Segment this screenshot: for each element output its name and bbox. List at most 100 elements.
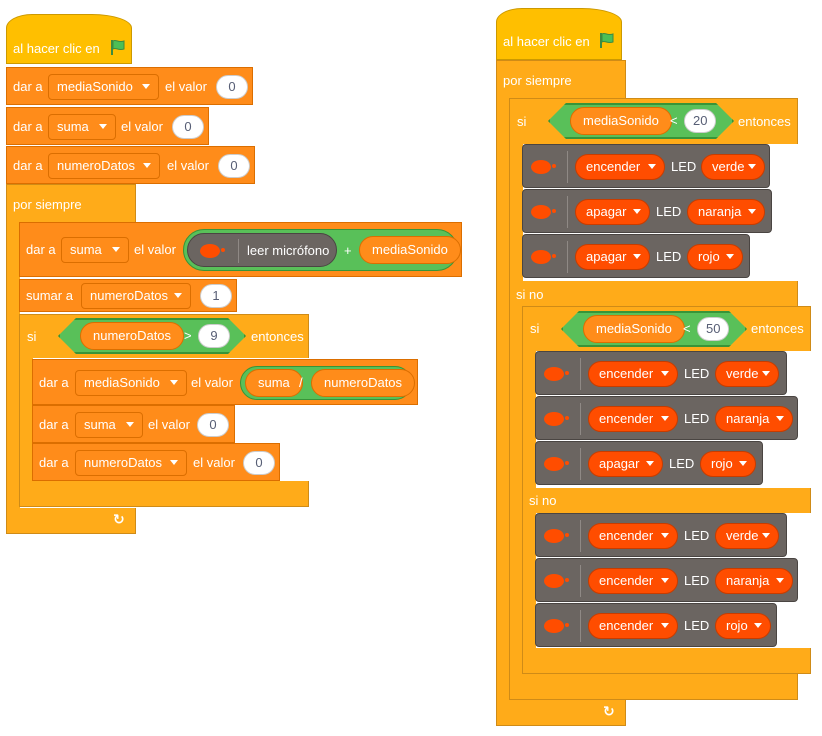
variable-dropdown[interactable]: mediaSonido — [48, 74, 159, 100]
action-dropdown[interactable]: encender — [588, 568, 678, 594]
action-dropdown[interactable]: encender — [575, 154, 665, 180]
value-input[interactable]: 9 — [198, 324, 230, 348]
led-label: LED — [671, 159, 697, 174]
color-dropdown[interactable]: rojo — [715, 613, 771, 639]
value-input[interactable]: 20 — [684, 109, 716, 133]
color-dropdown[interactable]: verde — [701, 154, 765, 180]
separator — [580, 610, 581, 642]
set-variable-block[interactable]: dar a mediaSonido el valor 0 — [6, 67, 253, 105]
set-variable-block[interactable]: dar a mediaSonido el valor suma / numero… — [32, 359, 418, 405]
variable-dropdown[interactable]: numeroDatos — [48, 153, 160, 179]
action-dropdown[interactable]: apagar — [575, 244, 650, 270]
color-dropdown[interactable]: naranja — [715, 568, 793, 594]
robot-icon — [544, 457, 569, 471]
block-label: si — [517, 114, 527, 129]
action-dropdown[interactable]: encender — [588, 613, 678, 639]
variable-dropdown[interactable]: mediaSonido — [75, 370, 187, 396]
add-operator[interactable]: leer micrófono + mediaSonido — [183, 229, 461, 271]
change-variable-block[interactable]: sumar a numeroDatos 1 — [19, 279, 237, 312]
led-block[interactable]: apagar LED rojo — [535, 441, 763, 485]
block-label: el valor — [191, 375, 233, 390]
color-dropdown[interactable]: rojo — [700, 451, 756, 477]
value-input[interactable]: 0 — [243, 451, 275, 475]
dropdown-arrow-icon — [112, 247, 120, 252]
else-label: si no — [516, 287, 544, 302]
value-input[interactable]: 0 — [218, 154, 250, 178]
operator-symbol: < — [683, 321, 691, 336]
block-label: dar a — [26, 242, 56, 257]
if-block[interactable]: si numeroDatos > 9 entonces — [19, 314, 309, 358]
if-else-block[interactable]: si mediaSonido < 50 entonces — [522, 306, 811, 351]
dropdown-arrow-icon — [646, 461, 654, 466]
value-input[interactable]: 0 — [197, 413, 229, 437]
greater-than-operator[interactable]: numeroDatos > 9 — [58, 318, 246, 354]
read-microphone-reporter[interactable]: leer micrófono — [187, 233, 337, 267]
dropdown-arrow-icon — [661, 416, 669, 421]
forever-block[interactable]: por siempre — [6, 184, 136, 222]
set-variable-block[interactable]: dar a numeroDatos el valor 0 — [32, 443, 280, 481]
variable-reporter[interactable]: suma — [245, 369, 303, 397]
dropdown-arrow-icon — [661, 578, 669, 583]
action-dropdown[interactable]: apagar — [575, 199, 650, 225]
set-variable-block[interactable]: dar a suma el valor leer micrófono + med… — [19, 222, 462, 277]
action-dropdown[interactable]: encender — [588, 406, 678, 432]
led-block[interactable]: encender LED naranja — [535, 558, 798, 602]
variable-reporter[interactable]: numeroDatos — [311, 369, 416, 397]
variable-reporter[interactable]: mediaSonido — [570, 107, 672, 135]
variable-reporter[interactable]: mediaSonido — [583, 315, 685, 343]
action-dropdown[interactable]: encender — [588, 523, 678, 549]
color-dropdown[interactable]: rojo — [687, 244, 743, 270]
led-block[interactable]: encender LED verde — [522, 144, 770, 188]
dropdown-arrow-icon — [762, 371, 770, 376]
color-dropdown[interactable]: naranja — [687, 199, 765, 225]
else-arm — [522, 512, 536, 650]
if-else-block[interactable]: si mediaSonido < 20 entonces — [509, 98, 798, 144]
set-variable-block[interactable]: dar a suma el valor 0 — [32, 405, 235, 443]
led-block[interactable]: encender LED naranja — [535, 396, 798, 440]
block-label: dar a — [13, 79, 43, 94]
value-input[interactable]: 1 — [200, 284, 232, 308]
operator-symbol: + — [344, 243, 352, 258]
less-than-operator[interactable]: mediaSonido < 20 — [548, 103, 734, 139]
value-input[interactable]: 0 — [172, 115, 204, 139]
separator — [580, 565, 581, 597]
action-dropdown[interactable]: encender — [588, 361, 678, 387]
when-flag-clicked-hat[interactable]: al hacer clic en — [496, 8, 622, 60]
value-input[interactable]: 50 — [697, 317, 729, 341]
block-label: el valor — [121, 119, 163, 134]
block-label: dar a — [13, 119, 43, 134]
led-label: LED — [684, 366, 710, 381]
value-input[interactable]: 0 — [216, 75, 248, 99]
forever-block[interactable]: por siempre — [496, 60, 626, 98]
led-block[interactable]: encender LED rojo — [535, 603, 777, 647]
variable-reporter[interactable]: mediaSonido — [359, 236, 461, 264]
color-dropdown[interactable]: verde — [715, 523, 779, 549]
led-block[interactable]: apagar LED naranja — [522, 189, 772, 233]
block-label: el valor — [148, 417, 190, 432]
dropdown-arrow-icon — [776, 578, 784, 583]
variable-dropdown[interactable]: suma — [75, 412, 143, 438]
set-variable-block[interactable]: dar a suma el valor 0 — [6, 107, 209, 145]
block-label: entonces — [251, 329, 304, 344]
less-than-operator[interactable]: mediaSonido < 50 — [561, 311, 747, 347]
variable-dropdown[interactable]: suma — [48, 114, 116, 140]
hat-label: al hacer clic en — [503, 34, 590, 49]
dropdown-value: mediaSonido — [84, 375, 160, 390]
variable-dropdown[interactable]: suma — [61, 237, 129, 263]
action-dropdown[interactable]: apagar — [588, 451, 663, 477]
when-flag-clicked-hat[interactable]: al hacer clic en — [6, 14, 132, 64]
color-dropdown[interactable]: verde — [715, 361, 779, 387]
separator — [567, 241, 568, 273]
led-block[interactable]: apagar LED rojo — [522, 234, 750, 278]
set-variable-block[interactable]: dar a numeroDatos el valor 0 — [6, 146, 255, 184]
dropdown-arrow-icon — [99, 124, 107, 129]
divide-operator[interactable]: suma / numeroDatos — [240, 366, 416, 400]
color-dropdown[interactable]: naranja — [715, 406, 793, 432]
block-label: si — [27, 329, 37, 344]
if-else-footer — [509, 674, 798, 700]
led-block[interactable]: encender LED verde — [535, 513, 787, 557]
variable-dropdown[interactable]: numeroDatos — [75, 450, 187, 476]
led-block[interactable]: encender LED verde — [535, 351, 787, 395]
variable-reporter[interactable]: numeroDatos — [80, 322, 184, 350]
variable-dropdown[interactable]: numeroDatos — [81, 283, 191, 309]
